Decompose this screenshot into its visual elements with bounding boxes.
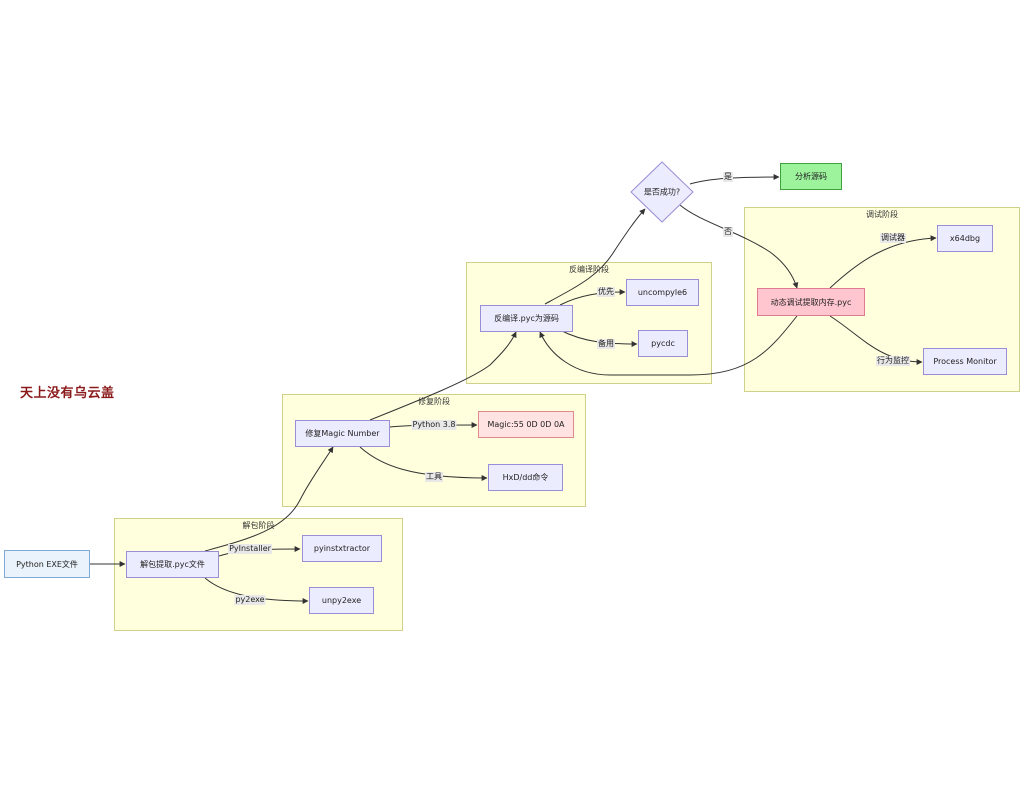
edge-fixmagic-decompile [369, 331, 517, 421]
node-fix-magic: 修复Magic Number [295, 420, 390, 447]
edge-label-prefer: 优先 [597, 287, 615, 297]
subgraph-debug-title: 调试阶段 [866, 210, 898, 219]
node-hxd: HxD/dd命令 [488, 464, 563, 491]
node-extract-pyc: 解包提取.pyc文件 [126, 551, 219, 578]
edge-label-backup: 备用 [597, 339, 615, 349]
edge-dynamic-x64dbg [829, 235, 937, 289]
node-pycdc: pycdc [638, 330, 688, 357]
edge-label-no: 否 [723, 227, 733, 237]
node-success-label: 是否成功? [643, 187, 681, 197]
edge-label-python38: Python 3.8 [411, 420, 457, 430]
success-diamond [630, 161, 694, 223]
node-decompile: 反编译.pyc为源码 [480, 305, 573, 332]
subgraph-repair-title: 修复阶段 [418, 397, 450, 406]
edge-decompile-success [544, 208, 646, 305]
node-unpy2exe: unpy2exe [309, 587, 374, 614]
subgraph-unpack-title: 解包阶段 [242, 521, 275, 530]
edge-label-debugger: 调试器 [880, 233, 906, 243]
node-magic-value: Magic:55 0D 0D 0A [478, 411, 574, 438]
edge-label-py2exe: py2exe [234, 595, 266, 605]
node-python-exe: Python EXE文件 [4, 550, 90, 578]
node-analyze: 分析源码 [780, 163, 842, 190]
edge-label-pyinstaller: PyInstaller [228, 544, 272, 554]
edge-decompile-uncompyle6 [559, 289, 626, 306]
edge-success-analyze [689, 174, 780, 185]
node-x64dbg: x64dbg [937, 225, 993, 252]
edge-dynamic-decompile [539, 315, 798, 376]
edge-fixmagic-hxd [359, 446, 488, 481]
edge-label-behavior: 行为监控 [876, 356, 910, 366]
edge-success-dynamic [679, 204, 799, 289]
edge-label-yes: 是 [723, 172, 733, 182]
node-dynamic-debug: 动态调试提取内存.pyc [757, 288, 865, 316]
subgraph-decompile-title: 反编译阶段 [569, 265, 609, 274]
watermark-text: 天上没有乌云盖 [20, 386, 115, 401]
node-pyinstxtractor: pyinstxtractor [302, 535, 382, 562]
edge-label-tools: 工具 [425, 472, 443, 482]
node-process-monitor: Process Monitor [923, 348, 1007, 375]
edge-extract-fixmagic [204, 446, 334, 552]
node-uncompyle6: uncompyle6 [626, 279, 699, 306]
